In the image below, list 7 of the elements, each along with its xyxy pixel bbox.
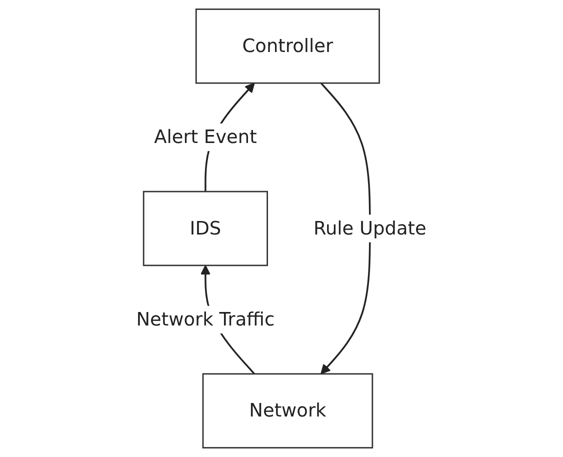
arrow <box>320 82 371 374</box>
node-box: IDS <box>143 190 268 266</box>
edge-label: Network Traffic <box>136 308 275 330</box>
node-box: Controller <box>196 8 380 84</box>
node-box: Network <box>202 373 374 448</box>
edge-label: Rule Update <box>314 216 427 239</box>
edge-label: Alert Event <box>154 126 257 148</box>
